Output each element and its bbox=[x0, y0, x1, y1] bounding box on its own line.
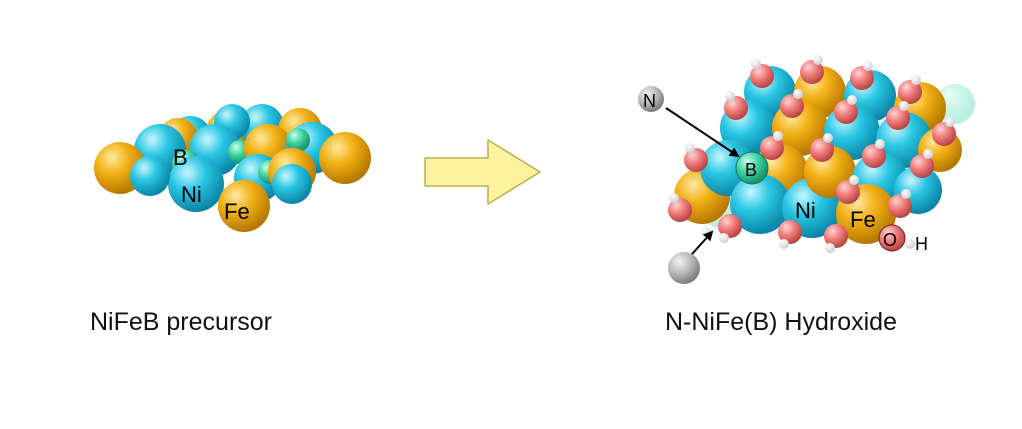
hydrogen-atom bbox=[685, 143, 695, 153]
hydrogen-atom bbox=[669, 193, 679, 203]
hydrogen-atom bbox=[719, 233, 729, 243]
label-iron: Fe bbox=[850, 207, 876, 232]
hydrogen-atom bbox=[793, 89, 803, 99]
hydrogen-atom bbox=[905, 239, 915, 249]
hydrogen-atom bbox=[911, 75, 921, 85]
oxygen-atom bbox=[760, 136, 784, 160]
nitrogen-atom bbox=[638, 86, 664, 112]
oxygen-atom bbox=[668, 198, 692, 222]
oxygen-atom bbox=[718, 214, 742, 238]
oxygen-atom bbox=[878, 224, 906, 252]
label-nickel: Ni bbox=[181, 182, 202, 207]
oxygen-atom bbox=[780, 94, 804, 118]
nitrogen-pointer-arrow bbox=[665, 107, 740, 158]
hydrogen-atom bbox=[823, 133, 833, 143]
hydrogen-atom bbox=[875, 139, 885, 149]
hydrogen-atom bbox=[923, 149, 933, 159]
hydrogen-atom bbox=[849, 175, 859, 185]
label-nitrogen: N bbox=[643, 91, 656, 111]
oxygen-atom bbox=[750, 64, 774, 88]
hydrogen-atom bbox=[813, 55, 823, 65]
oxygen-atom bbox=[850, 66, 874, 90]
oxygen-atom bbox=[834, 100, 858, 124]
hydrogen-atom bbox=[773, 131, 783, 141]
label-boron: B bbox=[745, 160, 757, 180]
label-iron: Fe bbox=[224, 199, 250, 224]
caption-hydroxide: N-NiFe(B) Hydroxide bbox=[665, 308, 897, 336]
hydrogen-atom bbox=[847, 95, 857, 105]
iron-atom bbox=[218, 180, 270, 232]
oxygen-atom bbox=[910, 154, 934, 178]
oxygen-atom bbox=[810, 138, 834, 162]
oxygen-atom bbox=[800, 60, 824, 84]
nifeb-precursor-cluster bbox=[94, 104, 371, 232]
hydrogen-atom bbox=[725, 91, 735, 101]
hydrogen-atom bbox=[899, 101, 909, 111]
oxygen-atom bbox=[862, 144, 886, 168]
hydrogen-atom bbox=[863, 61, 873, 71]
label-nickel: Ni bbox=[795, 198, 816, 223]
boron-atom bbox=[286, 128, 310, 152]
label-hydrogen: H bbox=[915, 234, 928, 254]
oxygen-atom bbox=[886, 106, 910, 130]
nitrogen-pointer-arrow bbox=[691, 230, 714, 255]
label-boron: B bbox=[173, 145, 188, 170]
nickel-atom bbox=[272, 164, 312, 204]
oxygen-atom bbox=[684, 148, 708, 172]
hydrogen-atom bbox=[825, 243, 835, 253]
oxygen-atom bbox=[932, 122, 956, 146]
nitrogen-atom bbox=[668, 252, 700, 284]
label-oxygen: O bbox=[883, 230, 897, 250]
hydrogen-atom bbox=[751, 59, 761, 69]
hydrogen-atom bbox=[901, 189, 911, 199]
caption-precursor: NiFeB precursor bbox=[90, 308, 272, 336]
nickel-atom bbox=[730, 174, 790, 234]
oxygen-atom bbox=[778, 220, 802, 244]
oxygen-atom bbox=[888, 194, 912, 218]
hydrogen-atom bbox=[779, 239, 789, 249]
iron-atom bbox=[319, 132, 371, 184]
boron-atom bbox=[735, 151, 769, 185]
hydroxide-slab bbox=[668, 55, 975, 253]
nickel-atom bbox=[130, 156, 170, 196]
oxygen-atom bbox=[836, 180, 860, 204]
hydrogen-atom bbox=[945, 117, 955, 127]
oxygen-atom bbox=[898, 80, 922, 104]
oxygen-atom bbox=[724, 96, 748, 120]
oxygen-atom bbox=[824, 224, 848, 248]
nickel-atom bbox=[168, 156, 224, 212]
block-arrow-right-icon bbox=[424, 139, 541, 205]
